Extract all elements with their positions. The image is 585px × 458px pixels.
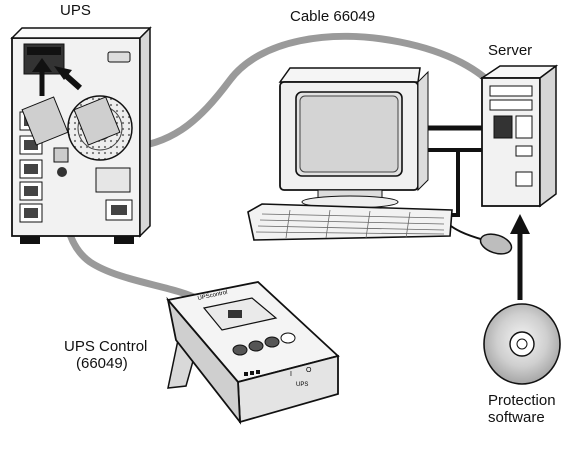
protection-software-cd — [483, 303, 561, 385]
control-mode-text: UPS — [296, 382, 308, 388]
label-ups-control-line1: UPS Control — [64, 338, 148, 355]
server-tower — [479, 64, 559, 208]
keyboard — [247, 203, 453, 241]
control-switch-off: O — [306, 367, 312, 374]
label-ups-control-line2: (66049) — [76, 355, 128, 372]
ups-control-device: UPScontrol I O UPS — [166, 281, 340, 425]
cable-ups-to-server — [108, 32, 504, 152]
arrow-into-comm-port — [32, 58, 82, 96]
label-server: Server — [488, 42, 533, 59]
label-protection-software: Protection software — [488, 392, 578, 426]
label-cable: Cable 66049 — [290, 8, 376, 25]
monitor — [278, 67, 429, 209]
arrow-cd-to-server — [510, 214, 530, 300]
control-switch-on: I — [290, 371, 292, 378]
label-ups: UPS — [60, 2, 91, 19]
mouse — [479, 233, 513, 255]
label-protection-line2: software — [488, 409, 545, 426]
ups-unit — [10, 26, 152, 244]
label-ups-control: UPS Control (66049) — [64, 338, 174, 372]
label-protection-line1: Protection — [488, 392, 556, 409]
